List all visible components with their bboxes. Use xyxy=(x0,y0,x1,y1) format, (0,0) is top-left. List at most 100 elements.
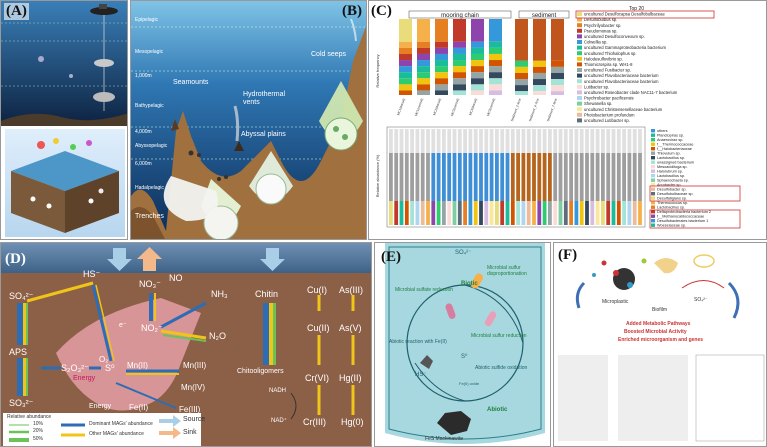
bottom-bar-segment xyxy=(479,153,483,201)
top-legend-label: uncultured Gammaproteobacteria bacterium xyxy=(584,45,666,50)
panel-c-tag: (C) xyxy=(371,3,392,19)
heatmap-left xyxy=(558,355,608,441)
bottom-bar-segment xyxy=(489,153,494,201)
bottom-bar-segment xyxy=(426,129,430,153)
d-aps: APS xyxy=(9,347,28,357)
stack-segment xyxy=(489,41,502,48)
e-hs: HS⁻ xyxy=(415,372,427,378)
stack-segment xyxy=(399,90,412,95)
top-legend-swatch xyxy=(577,62,582,67)
f-line-1: Added Metabolic Pathways xyxy=(626,321,691,327)
e-abiotic-so: Abiotic sulfide oxidation xyxy=(475,365,528,371)
stack-segment xyxy=(453,84,466,91)
d-legend-sink: Sink xyxy=(183,429,197,436)
bottom-bar-segment xyxy=(442,201,446,225)
stack-segment xyxy=(453,47,466,54)
bottom-legend-swatch xyxy=(651,160,655,164)
top-legend-swatch xyxy=(577,112,582,117)
top-legend-label: uncultured Flavobacteriaceae bacterium xyxy=(584,79,659,84)
stack-segment xyxy=(471,19,484,42)
bottom-legend-swatch xyxy=(651,138,655,142)
stack-segment xyxy=(471,90,484,95)
bottom-bar-segment xyxy=(399,153,404,201)
stack-segment xyxy=(489,66,502,73)
zone-mesopelagic: Mesopelagic xyxy=(135,49,164,55)
bottom-bar-segment xyxy=(479,201,483,225)
stack-segment xyxy=(515,91,528,95)
panel-e-sulfur-diagram xyxy=(385,243,545,444)
bottom-bar-segment xyxy=(521,201,526,225)
d-legend-other: Other MAGs' abundance xyxy=(89,431,144,437)
top-legend-label: uncultured Fusibacter sp. xyxy=(584,68,631,73)
bottom-bar-segment xyxy=(532,201,536,225)
bottom-bar-segment xyxy=(431,129,436,153)
top-x-tick-label: Sediment_7-9cm xyxy=(546,98,558,122)
bottom-bar-segment xyxy=(585,201,589,225)
stack-segment xyxy=(417,60,430,67)
bottom-legend-label: f__Thermococcaceae xyxy=(657,143,694,147)
d-mn4: Mn(IV) xyxy=(181,383,205,392)
highlight-bottom-1 xyxy=(649,185,741,202)
stack-segment xyxy=(489,53,502,61)
top-legend-swatch xyxy=(577,28,582,33)
top-x-tick-label: MC1(dorsal) xyxy=(396,98,406,116)
bottom-bar-segment xyxy=(463,153,467,201)
stack-segment xyxy=(471,60,484,67)
stack-segment xyxy=(533,66,546,73)
bottom-bar-segment xyxy=(516,201,520,225)
trench-bubble xyxy=(163,176,218,221)
bottom-bar-segment xyxy=(595,153,600,201)
d-so3: SO₃²⁻ xyxy=(9,398,34,408)
bottom-legend-swatch xyxy=(651,214,655,218)
bottom-legend-swatch xyxy=(651,142,655,146)
bottom-bar-segment xyxy=(436,153,441,201)
bottom-bar-segment xyxy=(526,129,531,153)
bottom-bar-segment xyxy=(436,201,441,225)
top-legend-label: Psychrobacter pacificensis xyxy=(584,96,634,101)
top-legend-header: Top 20 xyxy=(629,6,644,12)
bottom-legend-label: Desulfobulbaceae sp. xyxy=(657,192,694,196)
bottom-legend-swatch xyxy=(651,210,655,214)
stack-segment xyxy=(515,19,528,61)
bottom-legend-label: Arcobacter sp. xyxy=(657,183,681,187)
group-label-mooring: mooring chain xyxy=(441,13,479,19)
stack-segment xyxy=(551,72,564,80)
d-legend-20: 20% xyxy=(33,428,44,434)
d-fe2: Fe(II) xyxy=(129,403,149,412)
bottom-bar-segment xyxy=(420,153,425,201)
bottom-bar-segment xyxy=(431,153,436,201)
bottom-bar-segment xyxy=(627,201,632,225)
stack-segment xyxy=(399,84,412,91)
e-msd: Microbial sulfur disproportionation xyxy=(487,265,527,277)
bottom-bar-segment xyxy=(521,153,526,201)
stack-segment xyxy=(489,60,502,67)
d-e: e⁻ xyxy=(119,322,127,329)
bottom-bar-segment xyxy=(500,129,505,153)
bottom-bar-segment xyxy=(553,129,558,153)
zone-hadalpelagic: Hadalpelagic xyxy=(135,185,164,191)
bottom-legend-swatch xyxy=(651,151,655,155)
bottom-bar-segment xyxy=(558,129,563,153)
bottom-bar-segment xyxy=(510,129,515,153)
bottom-bar-segment xyxy=(510,153,515,201)
bottom-bar-segment xyxy=(632,201,637,225)
e-biotic: Biotic xyxy=(461,281,478,287)
panel-e: SO₄²⁻ Biotic Microbial sulfate reduction… xyxy=(374,242,551,447)
bottom-bar-segment xyxy=(389,153,393,201)
bottom-bar-segment xyxy=(616,153,621,201)
stack-segment xyxy=(399,41,412,48)
bottom-bar-segment xyxy=(495,153,499,201)
bottom-chart-frame xyxy=(386,126,646,228)
y-axis-label-bottom: Relative abundance (%) xyxy=(375,154,380,197)
stack-segment xyxy=(417,53,430,61)
bottom-bar-segment xyxy=(569,129,573,153)
bottom-bar-segment xyxy=(542,201,547,225)
top-legend-label: Colwellia sp. xyxy=(584,40,608,45)
f-line-3: Enriched microorganism and genes xyxy=(618,337,704,343)
bottom-bar-segment xyxy=(468,129,473,153)
stack-segment xyxy=(417,90,430,95)
top-legend-swatch xyxy=(577,118,582,123)
bottom-legend-label: Lactobacillus sp. xyxy=(657,174,685,178)
top-legend-label: Shewanella sp. xyxy=(584,101,612,106)
d-mn3: Mn(III) xyxy=(183,361,207,370)
